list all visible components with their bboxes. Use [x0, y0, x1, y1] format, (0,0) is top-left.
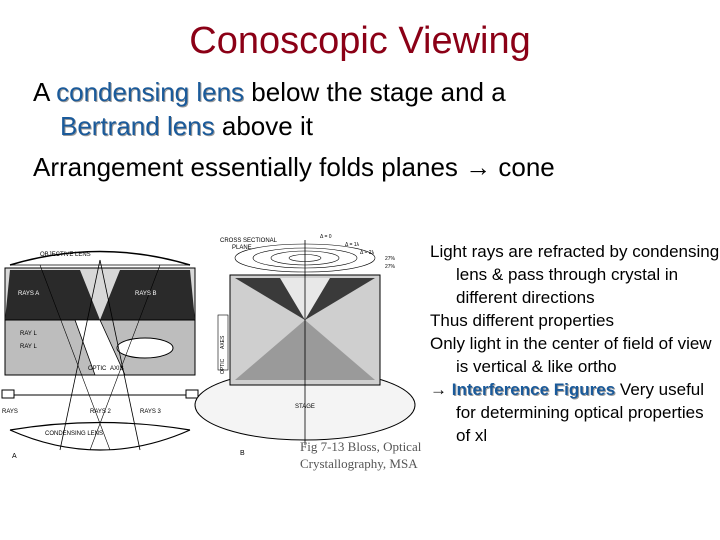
label-rays-3: RAYS 3: [140, 409, 162, 415]
diagram-b: CROSS SECTIONAL PLANE Δ = 0 Δ = 1λ Δ = 2…: [194, 234, 416, 457]
label-b: B: [240, 450, 245, 457]
paragraph-refraction: Light rays are refracted by condensing l…: [430, 242, 720, 307]
right-text-column: Light rays are refracted by condensing l…: [430, 240, 720, 447]
label-optic-b: OPTIC: [220, 358, 226, 374]
arrangement-text: Arrangement essentially folds planes: [33, 152, 458, 182]
diagram-a: OBJECTIVE LENS RAYS A RAYS B RAY L RAY L…: [1, 250, 199, 460]
stage-clip-right: [185, 389, 199, 399]
side-label-box: [217, 314, 229, 371]
arrangement-line: Arrangement essentially folds planes → c…: [33, 152, 555, 183]
label-percent-2: 27%: [385, 264, 396, 270]
label-delta-2: Δ = 2λ: [360, 250, 375, 256]
label-cross-sectional: CROSS SECTIONAL: [220, 238, 278, 244]
label-ray-l2: RAY L: [20, 344, 37, 350]
bertrand-lens-term: Bertrand lens: [60, 111, 215, 141]
paragraph-properties: Thus different properties: [430, 311, 614, 330]
intro-middle: below the stage and a: [244, 77, 506, 107]
label-a: A: [12, 453, 17, 460]
caption-line-2: Crystallography, MSA: [300, 456, 418, 471]
paragraph-center-field: Only light in the center of field of vie…: [430, 334, 712, 376]
intro-suffix: above it: [214, 111, 313, 141]
intro-prefix: A: [33, 77, 57, 107]
interference-rest: Very useful for determining optical prop…: [456, 380, 705, 445]
arrow-icon: →: [430, 380, 447, 399]
ray-line-2: [99, 259, 141, 451]
label-axis: AXIS: [110, 366, 124, 372]
paragraph-interference: → Interference Figures Very useful for d…: [430, 378, 720, 447]
intro-line-1: A condensing lens below the stage and a: [33, 76, 506, 108]
label-optic: OPTIC: [88, 366, 107, 372]
center-light: [74, 319, 126, 376]
label-objective-lens: OBJECTIVE LENS: [40, 252, 91, 258]
figure-svg: OBJECTIVE LENS RAYS A RAYS B RAY L RAY L…: [1, 234, 416, 460]
ray-line-3: [39, 264, 111, 451]
conoscope-figure: OBJECTIVE LENS RAYS A RAYS B RAY L RAY L…: [0, 220, 420, 480]
arrangement-end: cone: [498, 152, 555, 182]
label-stage: STAGE: [295, 404, 315, 410]
label-ray-l: RAY L: [20, 331, 37, 337]
label-rays-a: RAYS A: [18, 291, 39, 297]
ray-line-4: [89, 264, 161, 451]
label-rays: RAYS: [2, 409, 18, 415]
condensing-lens-bottom: [9, 429, 191, 451]
label-plane: PLANE: [232, 245, 252, 251]
label-percent-1: 27%: [385, 256, 396, 262]
ellipse-marker: [116, 337, 174, 359]
figure-caption: Fig 7-13 Bloss, Optical Crystallography,…: [300, 438, 421, 472]
condensing-lens-top: [9, 421, 191, 431]
label-axes: AXES: [220, 335, 226, 349]
slide-title: Conoscopic Viewing: [189, 20, 531, 62]
stage-clip-left: [1, 389, 15, 399]
label-condensing-lens: CONDENSING LENS: [45, 431, 103, 437]
condensing-lens-term: condensing lens: [56, 77, 245, 107]
ray-line-1: [59, 259, 101, 451]
label-delta-0: Δ = 0: [320, 234, 332, 240]
intro-line-2: Bertrand lens above it: [60, 110, 313, 142]
arrow-icon: →: [465, 152, 492, 182]
label-rays-2: RAYS 2: [90, 409, 112, 415]
caption-line-1: Fig 7-13 Bloss, Optical: [300, 439, 422, 454]
label-delta-1: Δ = 1λ: [345, 242, 360, 248]
dark-wedge-right: [100, 270, 195, 320]
label-rays-b: RAYS B: [135, 291, 157, 297]
objective-lens-arc: [9, 250, 191, 266]
interference-figures-term: Interference Figures: [451, 380, 616, 399]
dark-wedge-left: [5, 270, 100, 320]
